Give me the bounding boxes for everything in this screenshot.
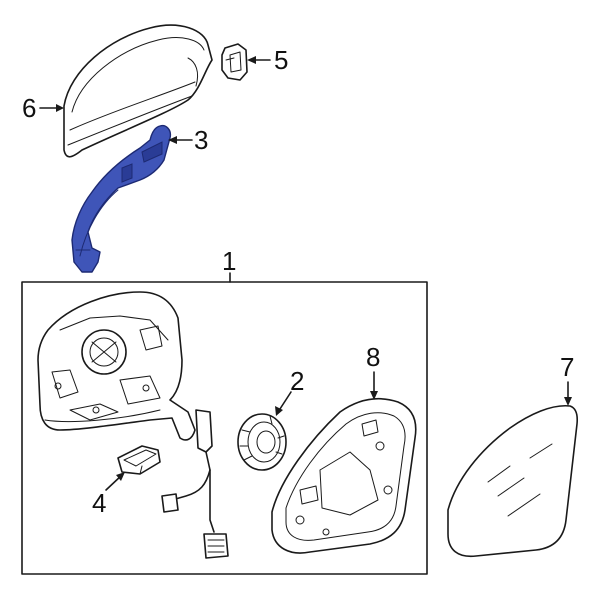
callout-3: 3 [194,125,208,155]
callout-6: 6 [22,93,36,123]
part-3-turn-signal-lamp[interactable] [71,124,172,273]
callout-8: 8 [366,342,380,372]
part-6-mirror-cover[interactable] [63,24,213,158]
part-7-mirror-glass[interactable] [447,404,579,558]
part-2-actuator[interactable] [237,413,287,471]
callout-7: 7 [560,352,574,382]
part-1-mirror-housing[interactable] [37,291,229,559]
callout-4: 4 [92,488,106,518]
part-4-sensor[interactable] [117,445,161,475]
part-8-mirror-frame[interactable] [271,398,417,554]
callout-1: 1 [222,246,236,276]
part-5-clip[interactable] [221,43,248,81]
callout-5: 5 [274,45,288,75]
callout-leaders [39,56,572,491]
assembly-frame [21,281,428,575]
callout-2: 2 [290,366,304,396]
